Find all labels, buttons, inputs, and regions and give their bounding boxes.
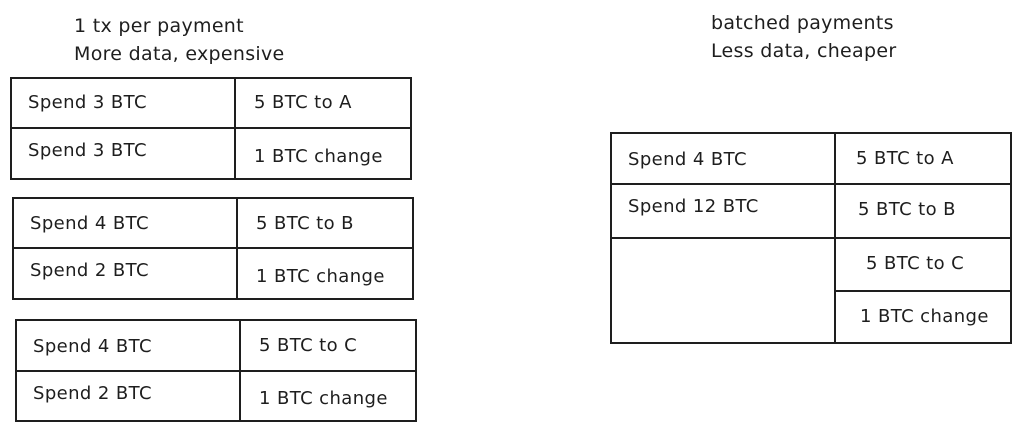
right-caption: batched payments Less data, cheaper: [711, 9, 896, 65]
tx3-row-divider: [17, 370, 415, 372]
batched-output-2: 5 BTC to B: [858, 199, 956, 220]
batched-row-divider-2: [612, 237, 1010, 239]
left-caption-line-1: 1 tx per payment: [74, 15, 244, 37]
tx2-input-2: Spend 2 BTC: [30, 260, 149, 281]
batched-output-3: 5 BTC to C: [866, 253, 965, 274]
transaction-2: Spend 4 BTC Spend 2 BTC 5 BTC to B 1 BTC…: [12, 197, 414, 300]
batched-input-2: Spend 12 BTC: [628, 196, 759, 217]
tx2-input-1: Spend 4 BTC: [30, 213, 149, 234]
batched-input-1: Spend 4 BTC: [628, 149, 747, 170]
batched-row-divider-3: [836, 290, 1010, 292]
tx1-input-2: Spend 3 BTC: [28, 140, 147, 161]
tx1-output-1: 5 BTC to A: [254, 92, 352, 113]
tx3-output-2: 1 BTC change: [259, 388, 388, 409]
tx2-row-divider: [14, 247, 412, 249]
tx1-output-2: 1 BTC change: [254, 146, 383, 167]
left-caption: 1 tx per payment More data, expensive: [74, 12, 285, 68]
tx3-output-1: 5 BTC to C: [259, 335, 358, 356]
tx2-output-2: 1 BTC change: [256, 266, 385, 287]
batched-output-1: 5 BTC to A: [856, 148, 954, 169]
left-caption-line-2: More data, expensive: [74, 43, 285, 65]
transaction-1: Spend 3 BTC Spend 3 BTC 5 BTC to A 1 BTC…: [10, 77, 412, 180]
transaction-3: Spend 4 BTC Spend 2 BTC 5 BTC to C 1 BTC…: [15, 319, 417, 422]
tx1-row-divider: [12, 127, 410, 129]
tx1-input-1: Spend 3 BTC: [28, 92, 147, 113]
right-caption-line-2: Less data, cheaper: [711, 40, 897, 62]
batched-transaction: Spend 4 BTC Spend 12 BTC 5 BTC to A 5 BT…: [610, 132, 1012, 344]
tx3-input-2: Spend 2 BTC: [33, 383, 152, 404]
right-caption-line-1: batched payments: [711, 12, 894, 34]
tx3-input-1: Spend 4 BTC: [33, 336, 152, 357]
tx2-output-1: 5 BTC to B: [256, 213, 354, 234]
batched-output-4: 1 BTC change: [860, 306, 989, 327]
batched-row-divider-1: [612, 183, 1010, 185]
